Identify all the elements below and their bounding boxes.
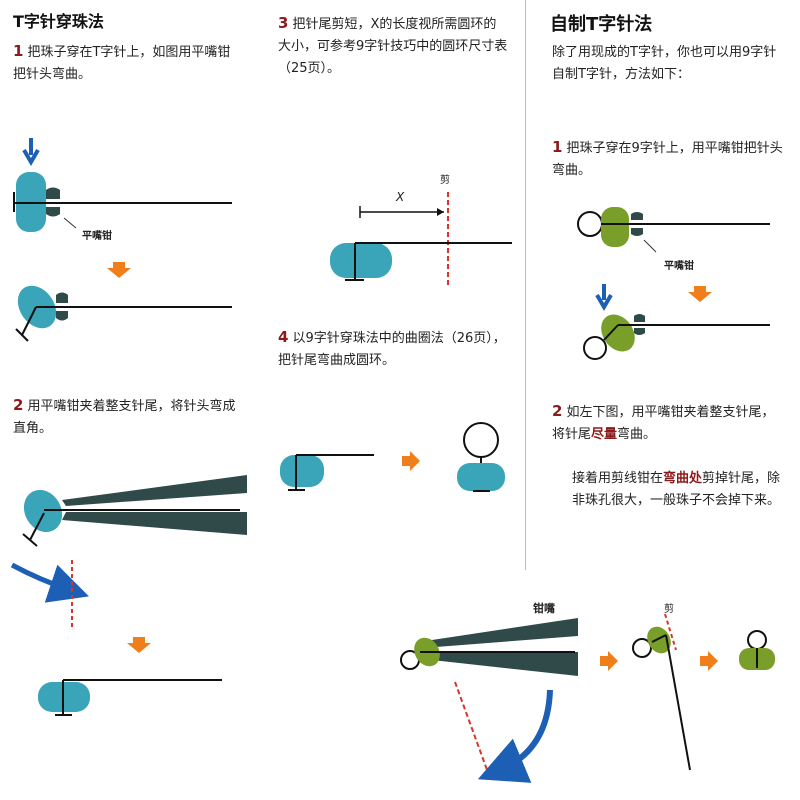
note-text: 接着用剪线钳在 <box>572 471 664 486</box>
teal-bead <box>23 489 63 533</box>
step-number: 3 <box>278 14 289 32</box>
plier-tip <box>46 187 60 199</box>
right-arrow-icon <box>700 651 718 671</box>
cut-label-bottom: 剪 <box>664 604 674 615</box>
down-arrow-icon <box>107 262 131 278</box>
step-text: 把珠子穿在T字针上，如图用平嘴钳把针头弯曲。 <box>13 45 231 82</box>
loop-ring <box>463 422 499 458</box>
left-title: T字针穿珠法 <box>13 12 104 31</box>
rotate-arrow-icon <box>477 689 553 783</box>
emphasis-text: 尽量 <box>591 427 618 442</box>
down-arrow-icon <box>127 637 151 653</box>
step-number: 1 <box>552 138 563 156</box>
plier-label: 平嘴钳 <box>82 231 112 242</box>
x-label: X <box>396 190 405 204</box>
rotate-arrow-icon <box>10 562 89 603</box>
step-text: 用平嘴钳夹着整支针尾，将针头弯成直角。 <box>13 399 236 436</box>
step-number: 1 <box>13 42 24 60</box>
step-text: 把珠子穿在9字针上，用平嘴钳把针头弯曲。 <box>552 141 783 178</box>
cut-label: 剪 <box>440 175 450 186</box>
column-divider <box>525 0 526 570</box>
down-arrow-icon <box>22 138 40 166</box>
step2-figure-left <box>10 475 247 716</box>
right-intro: 除了用现成的T字针，你也可以用9字针自制T字针，方法如下： <box>552 45 777 82</box>
green-bead <box>601 207 629 247</box>
green-bead <box>647 626 671 654</box>
step-text-end: 弯曲。 <box>617 427 657 442</box>
step4-figure-middle <box>280 422 505 492</box>
green-bead <box>601 314 635 352</box>
down-arrow-icon <box>595 284 613 311</box>
note-text-end: 剪掉针尾，除非珠孔很大，一般珠子不会掉下来。 <box>572 471 781 508</box>
plier-label: 平嘴钳 <box>664 261 694 272</box>
step3-figure-middle <box>330 192 512 285</box>
step-text: 以9字针穿珠法中的曲圈法（26页），把针尾弯曲成圆环。 <box>278 331 506 368</box>
teal-bead <box>330 243 392 278</box>
step-number: 2 <box>13 396 24 414</box>
step-number: 4 <box>278 328 289 346</box>
emphasis-text: 弯曲处 <box>663 471 703 486</box>
right-note: 接着用剪线钳在弯曲处剪掉针尾，除非珠孔很大，一般珠子不会掉下来。 <box>572 468 784 512</box>
step-text: 如左下图，用平嘴钳夹着整支针尾，将针尾 <box>552 405 775 442</box>
right-title: 自制T字针法 <box>550 14 653 35</box>
teal-bead <box>457 463 505 491</box>
teal-bead <box>280 455 324 487</box>
right-arrow-icon <box>600 651 618 671</box>
step-number: 2 <box>552 402 563 420</box>
down-arrow-icon <box>688 286 712 302</box>
bottom-sequence <box>400 613 775 783</box>
right-arrow-icon <box>402 451 420 471</box>
step-text: 把针尾剪短，X的长度视所需圆环的大小，可参考9字针技巧中的圆环尺寸表（25页）。 <box>278 17 508 76</box>
step1-figure-right <box>577 207 770 360</box>
step1-figure-left <box>13 138 232 342</box>
plier-jaw <box>432 618 578 647</box>
plier-jaw <box>62 475 247 506</box>
jaw-label: 钳嘴 <box>533 602 555 615</box>
